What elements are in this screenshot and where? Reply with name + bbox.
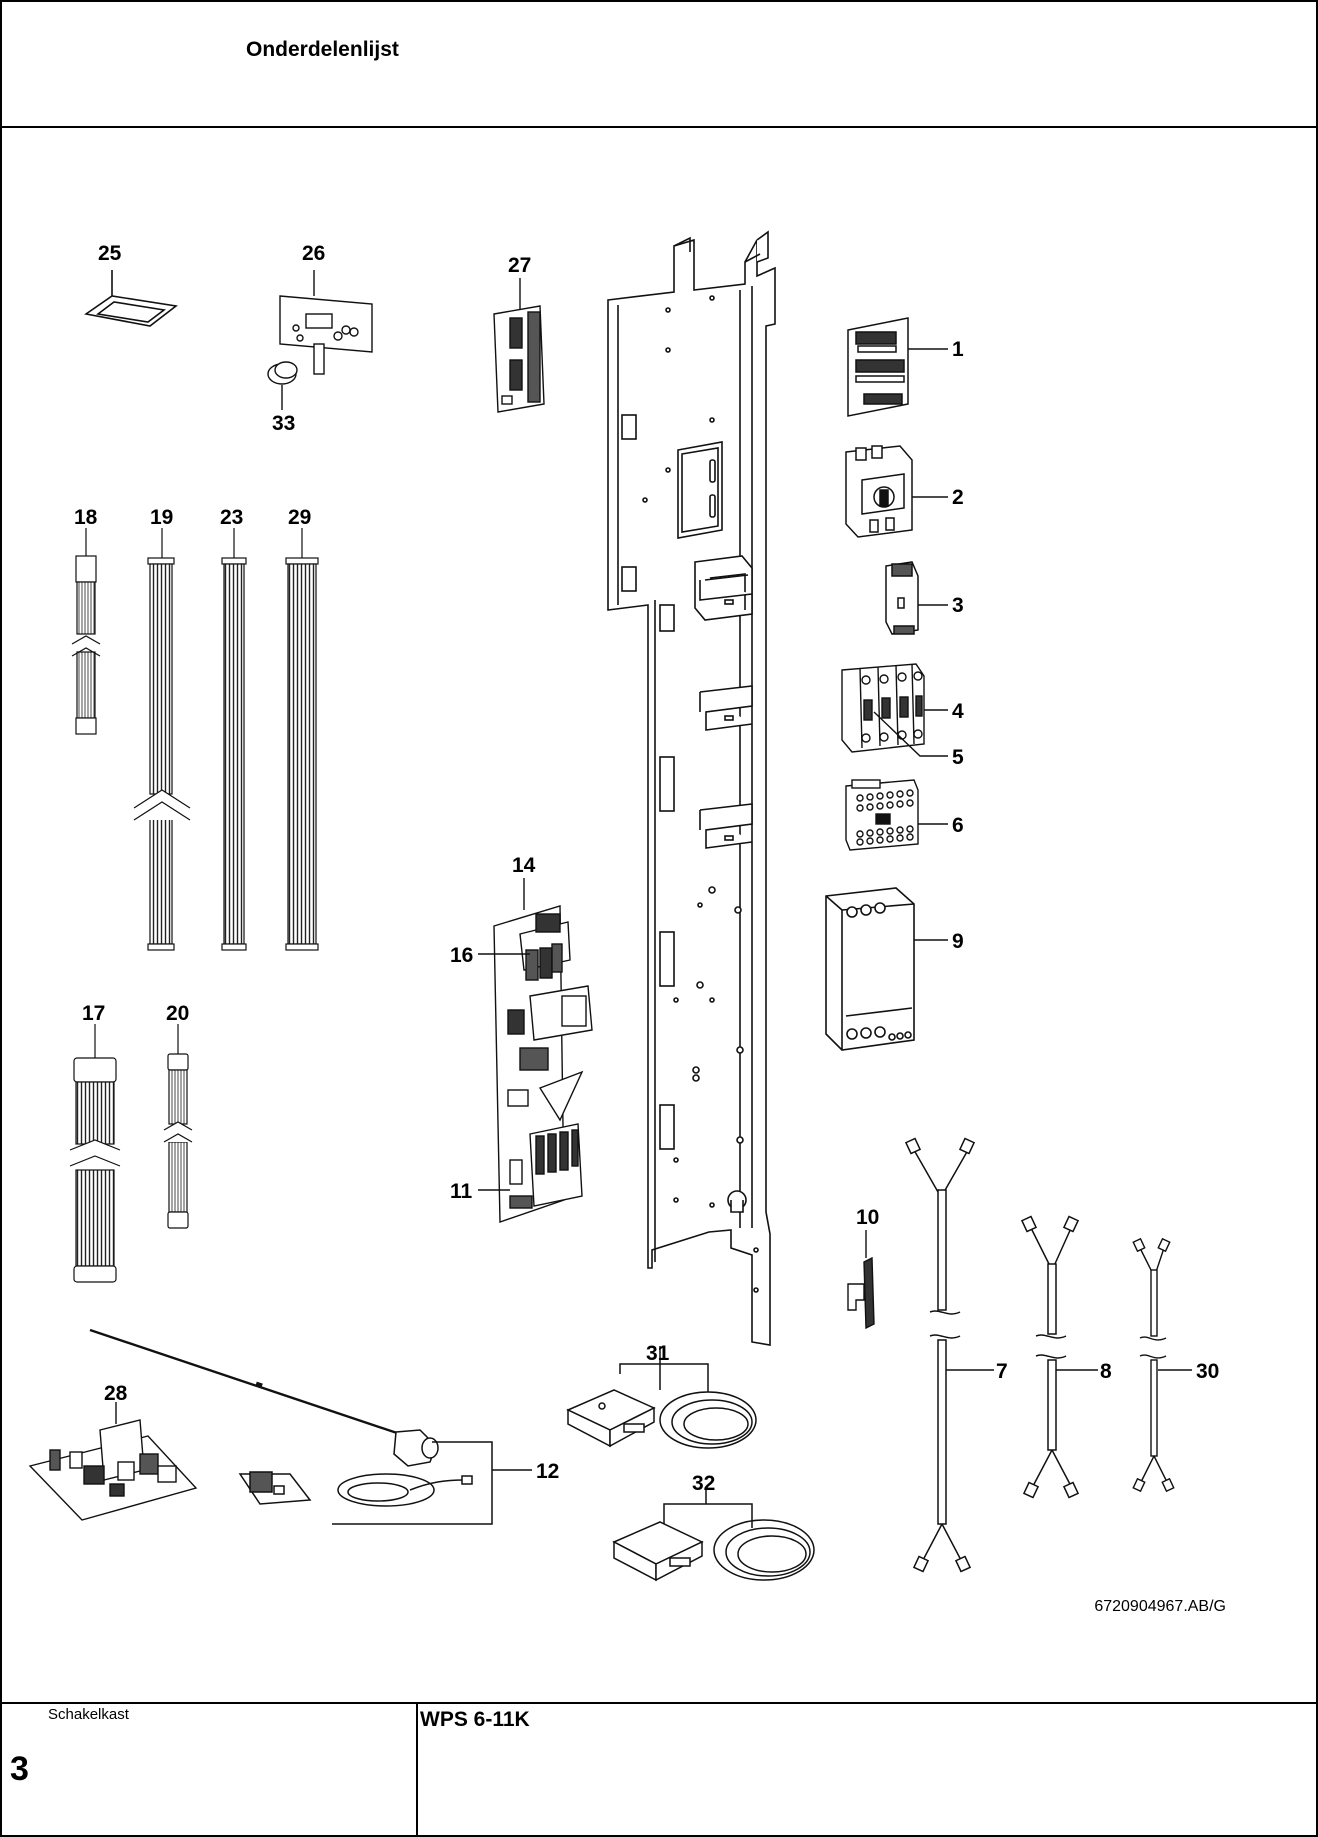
callout-27: 27 <box>508 254 531 277</box>
part-30-cable <box>1132 1237 1192 1493</box>
part-19-ribbon-cable <box>133 528 191 951</box>
part-8-cable <box>1020 1215 1098 1499</box>
callout-29: 29 <box>288 506 311 529</box>
callout-23: 23 <box>220 506 243 529</box>
callout-11: 11 <box>450 1180 473 1203</box>
part-17-ribbon-cable <box>69 1024 121 1283</box>
part-12-sensor <box>89 1328 532 1525</box>
callout-18: 18 <box>74 506 98 529</box>
callout-5: 5 <box>952 746 964 769</box>
part-2-protection-switch <box>845 445 948 538</box>
callout-7: 7 <box>996 1360 1008 1383</box>
callout-19: 19 <box>150 506 173 529</box>
mounting-rail <box>607 230 776 1346</box>
part-33-knob <box>267 361 298 410</box>
callout-8: 8 <box>1100 1360 1112 1383</box>
callout-4: 4 <box>952 700 964 723</box>
part-10-clip <box>847 1230 875 1330</box>
callout-33: 33 <box>272 412 295 435</box>
section-name: Schakelkast <box>48 1706 129 1723</box>
callout-2: 2 <box>952 486 964 509</box>
page-title: Onderdelenlijst <box>246 38 399 61</box>
callout-labels: 1 2 3 4 5 6 9 10 7 8 30 25 26 27 33 18 1… <box>74 242 1219 1495</box>
callout-9: 9 <box>952 930 964 953</box>
callout-17: 17 <box>82 1002 105 1025</box>
callout-32: 32 <box>692 1472 715 1495</box>
part-3-relay <box>885 561 948 635</box>
part-32-sensor <box>612 1488 815 1582</box>
callout-3: 3 <box>952 594 964 617</box>
callout-28: 28 <box>104 1382 128 1405</box>
part-23-ribbon-cable <box>221 528 247 951</box>
part-6-contactor <box>845 779 948 851</box>
part-28-circuit-board <box>28 1402 198 1521</box>
callout-6: 6 <box>952 814 964 837</box>
callout-30: 30 <box>1196 1360 1219 1383</box>
part-31-sensor <box>566 1346 757 1449</box>
callout-16: 16 <box>450 944 473 967</box>
part-20-ribbon-cable <box>163 1024 193 1229</box>
part-18-ribbon-cable <box>71 528 101 735</box>
part-26-display-panel <box>279 270 373 375</box>
callout-31: 31 <box>646 1342 670 1365</box>
part-4-circuit-breakers <box>841 663 948 757</box>
part-7-cable <box>904 1137 994 1573</box>
callout-14: 14 <box>512 854 536 877</box>
callout-25: 25 <box>98 242 122 265</box>
callout-20: 20 <box>166 1002 189 1025</box>
part-25-frame <box>83 270 178 327</box>
model-name: WPS 6-11K <box>420 1708 530 1731</box>
callout-26: 26 <box>302 242 325 265</box>
part-29-ribbon-cable <box>285 528 319 951</box>
drawing-reference: 6720904967.AB/G <box>1094 1598 1226 1615</box>
callout-10: 10 <box>856 1206 879 1229</box>
part-27-circuit-board <box>493 278 545 413</box>
controller-board <box>478 878 593 1223</box>
part-1-terminal-board <box>847 317 948 417</box>
callout-12: 12 <box>536 1460 559 1483</box>
callout-1: 1 <box>952 338 964 361</box>
part-9-housing <box>825 887 948 1051</box>
page-number: 3 <box>10 1750 29 1788</box>
